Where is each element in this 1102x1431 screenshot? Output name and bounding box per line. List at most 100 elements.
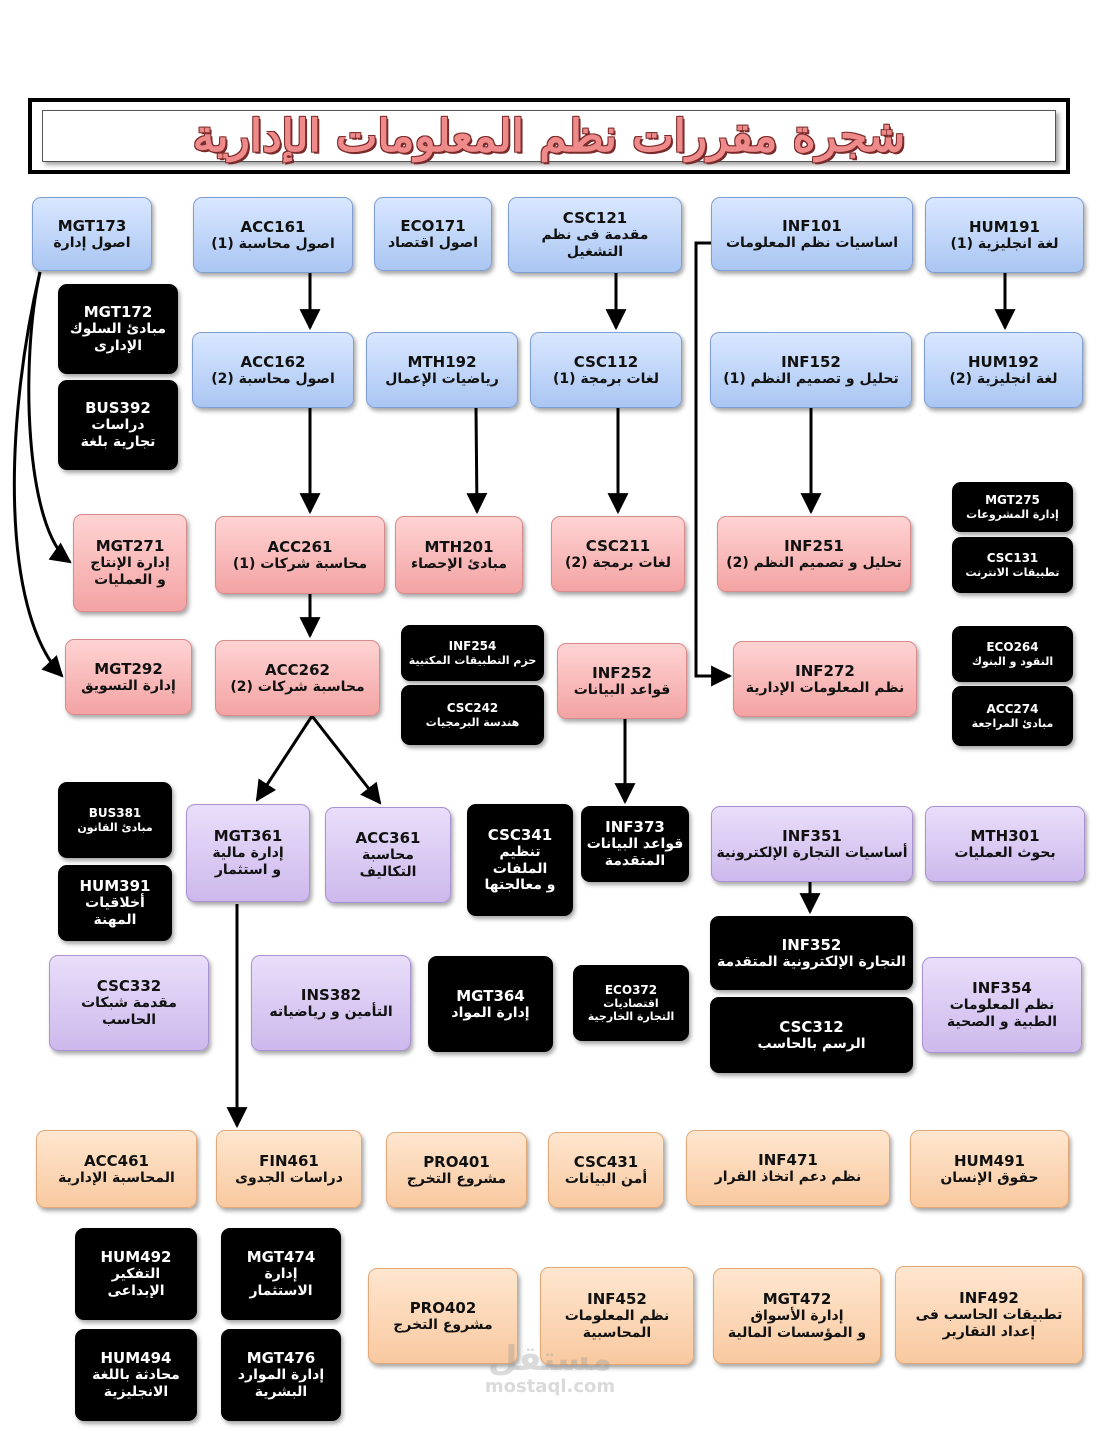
course-code: INF251 <box>784 536 844 555</box>
course-code: CSC131 <box>986 551 1039 566</box>
course-code: MGT271 <box>95 537 165 556</box>
course-name: لغات برمجة (2) <box>564 554 671 571</box>
course-name: أخلاقيات المهنة <box>85 895 145 928</box>
arrow-mth192-to-mth201 <box>466 407 488 515</box>
course-name: التأمين و رياضياته <box>269 1003 393 1020</box>
course-code: ACC274 <box>986 702 1039 717</box>
course-code: MGT275 <box>985 493 1040 508</box>
course-code: ACC161 <box>240 217 306 236</box>
course-name: إدارة المشروعات <box>966 507 1059 521</box>
course-code: INS382 <box>300 985 362 1004</box>
course-code: HUM491 <box>954 1151 1025 1170</box>
course-code: MGT364 <box>456 986 525 1005</box>
course-name: إدارة الأسواق و المؤسسات المالية <box>727 1308 867 1341</box>
course-name: محادثة باللغة الانجليزية <box>92 1367 180 1400</box>
course-code: ECO372 <box>604 982 658 997</box>
course-code: INF272 <box>795 661 855 680</box>
course-name: التجارة الإلكترونية المتقدمة <box>717 953 906 970</box>
course-name: مشروع التخرج <box>393 1316 493 1333</box>
course-name: قواعد البيانات المتقدمة <box>586 836 684 869</box>
course-name: أساسيات التجارة الإلكترونية <box>716 844 908 861</box>
course-name: مبادئ السلوك الإدارى <box>69 321 167 354</box>
arrow-acc262-to-mgt361 <box>255 715 314 802</box>
course-code: ACC261 <box>267 537 333 556</box>
course-name: اصول إدارة <box>53 234 131 251</box>
course-code: MGT173 <box>57 216 127 235</box>
course-code: INF254 <box>448 639 497 654</box>
course-name: حزم التطبيقات المكتبية <box>408 653 537 667</box>
course-code: MGT474 <box>246 1248 316 1267</box>
course-code: PRO401 <box>423 1152 490 1171</box>
course-code: MGT472 <box>762 1290 832 1309</box>
course-code: ACC461 <box>84 1151 149 1170</box>
course-code: CSC341 <box>487 825 553 844</box>
course-name: مبادئ الإحصاء <box>410 555 508 572</box>
title-frame: شجرة مقررات نظم المعلومات الإدارية <box>28 98 1070 174</box>
course-name: المحاسبة الإدارية <box>58 1169 175 1186</box>
course-name: إدارة الاستثمار <box>249 1266 313 1299</box>
page-title: شجرة مقررات نظم المعلومات الإدارية <box>192 110 906 162</box>
course-name: إدارة الموارد البشرية <box>237 1367 325 1400</box>
course-code: PRO402 <box>409 1298 477 1317</box>
course-code: INF373 <box>605 818 665 837</box>
course-code: MGT292 <box>94 659 163 678</box>
course-code: INF101 <box>782 216 842 235</box>
arrow-acc262-to-acc361 <box>310 715 382 805</box>
course-name: تطبيقات الحاسب فى إعداد التقارير <box>915 1307 1063 1340</box>
course-code: HUM492 <box>100 1248 172 1267</box>
course-code: INF354 <box>972 979 1032 998</box>
course-name: مقدمة شبكات الحاسب <box>81 995 177 1028</box>
course-code: INF452 <box>587 1290 647 1309</box>
course-code: INF492 <box>959 1289 1019 1308</box>
arrow-mgt173-to-mgt292 <box>12 271 64 678</box>
course-code: ACC262 <box>265 660 330 679</box>
course-code: INF471 <box>758 1150 818 1169</box>
course-name: لغة انجليزية (1) <box>950 235 1059 252</box>
watermark-arabic: مستقل <box>487 1339 613 1379</box>
course-code: ACC361 <box>355 829 421 848</box>
course-name: إدارة مالية و استثمار <box>212 845 284 878</box>
course-name: هندسة البرمجيات <box>425 715 520 729</box>
course-code: CSC211 <box>585 536 651 555</box>
course-name: النقود و البنوك <box>971 654 1054 668</box>
course-name: تحليل و تصميم النظم (1) <box>723 370 899 387</box>
course-name: مقدمة فى نظم التشغيل <box>541 227 649 260</box>
course-name: الرسم بالحاسب <box>757 1035 866 1052</box>
course-code: MTH192 <box>407 352 477 371</box>
course-code: HUM192 <box>968 352 1039 371</box>
course-name: محاسبة شركات (2) <box>230 678 365 695</box>
course-name: دراسات الجدوى <box>235 1169 343 1186</box>
